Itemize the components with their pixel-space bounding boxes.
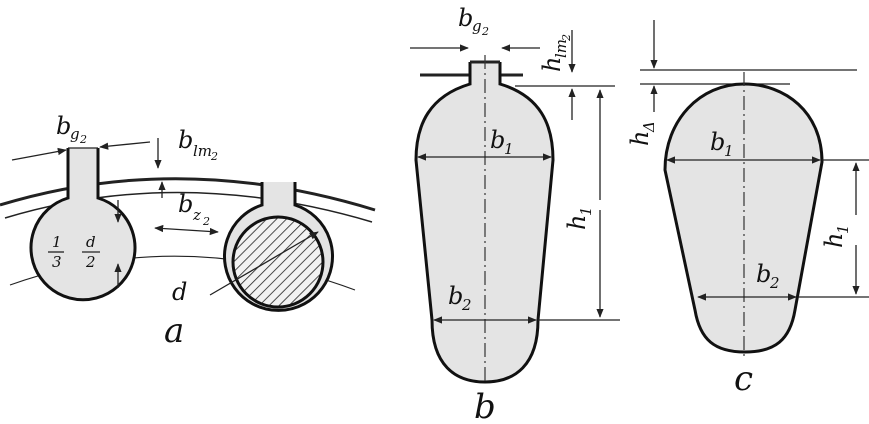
a-frac1-top: 1: [52, 233, 62, 251]
caption-a: a: [164, 311, 184, 351]
figure-c: h Δ b 1 b 2 h 1 c: [626, 20, 869, 399]
caption-b: b: [474, 387, 496, 424]
a-frac1-bot: 3: [52, 253, 62, 271]
c-b2-sub: 2: [769, 274, 780, 292]
c-hdelta-label: h: [626, 131, 654, 146]
b-hlm2-label: h: [538, 57, 566, 72]
c-b2-label: b: [756, 260, 771, 288]
a-bz2-sub2: 2: [202, 215, 210, 228]
b-hlm2-sub2: 2: [560, 34, 573, 42]
b-bg2-sub2: 2: [481, 25, 489, 38]
caption-c: c: [734, 359, 753, 399]
b-b1-sub: 1: [504, 140, 514, 158]
slot-b-body: [414, 62, 555, 384]
conductor-hatched: [231, 215, 325, 309]
b-bg2-sub: g: [472, 17, 482, 35]
figure-b: b g 2 h lm 2 b 1 b 2 h 1 b: [410, 4, 620, 424]
c-h1-label: h: [820, 233, 848, 248]
a-blm2-label: b: [178, 126, 193, 154]
b-b1-label: b: [490, 126, 505, 154]
a-d-label: d: [172, 278, 187, 306]
a-frac2-top: d: [86, 233, 96, 251]
a-blm2-sub2: 2: [210, 150, 218, 163]
a-bz2-label: b: [178, 190, 193, 218]
c-b1-label: b: [710, 128, 725, 156]
a-bz2-sub: z: [192, 206, 201, 224]
a-bg2-label: b: [56, 112, 71, 140]
a-frac2-bot: 2: [85, 253, 96, 271]
b-bg2-label: b: [458, 4, 473, 32]
c-h1-sub: 1: [834, 224, 852, 234]
b-h1-label: h: [563, 215, 591, 230]
b-hlm2-sub: lm: [552, 39, 570, 58]
a-bg2-sub2: 2: [79, 133, 87, 146]
c-hdelta-sub: Δ: [640, 121, 658, 133]
b-b2-label: b: [448, 282, 463, 310]
b-h1-sub: 1: [577, 206, 595, 216]
figure-a: b g 2 b lm 2 b z 2 1 3 d 2 d a: [0, 112, 376, 351]
rotor-surface-outer: [0, 177, 376, 212]
a-blm2-sub: lm: [193, 142, 212, 160]
a-bg2-sub: g: [70, 125, 80, 143]
c-b1-sub: 1: [724, 142, 734, 160]
slot-left: [29, 148, 137, 302]
b-b2-sub: 2: [461, 296, 472, 314]
